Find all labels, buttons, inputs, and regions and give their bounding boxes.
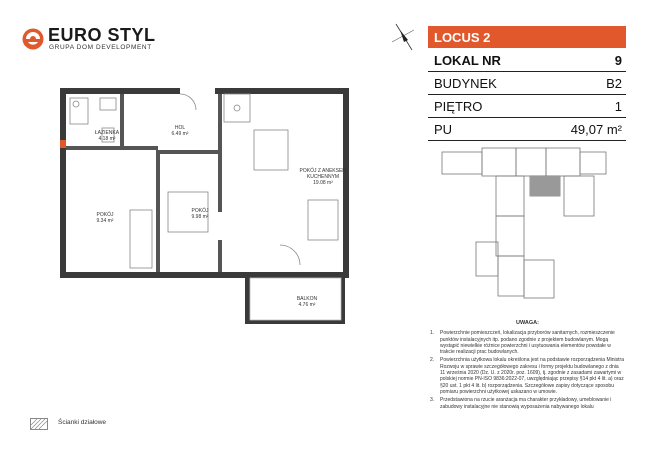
panel-row-pu: PU 49,07 m² [428, 118, 626, 141]
note-item: 1.Powierzchnie pomieszczeń, lokalizacja … [430, 330, 615, 356]
sink [99, 97, 117, 111]
partition-walls-swatch-icon [30, 418, 48, 430]
entrance-door [179, 93, 197, 111]
note-item: 2.Powierzchnia użytkowa lokalu określona… [430, 357, 624, 395]
building-key-plan [441, 147, 607, 299]
toilet [101, 127, 115, 143]
desk [129, 209, 153, 269]
brand-subtitle: GRUPA DOM DEVELOPMENT [49, 44, 152, 51]
kitchen-counter [223, 93, 251, 123]
panel-row-lokal: LOKAL NR 9 [428, 49, 626, 72]
north-compass-icon [391, 23, 415, 51]
outer-walls [60, 88, 349, 324]
panel-title: LOCUS 2 [434, 30, 491, 45]
balcony-door [279, 244, 301, 266]
inner-walls [60, 94, 222, 272]
bed [167, 191, 209, 233]
notes-section: UWAGA: 1.Powierzchnie pomieszczeń, lokal… [430, 320, 625, 412]
brand-name: EURO STYL [48, 25, 156, 45]
panel-row-pietro: PIĘTRO 1 [428, 95, 626, 118]
panel-header: LOCUS 2 [428, 26, 626, 48]
eurostyl-logo-icon [22, 28, 44, 50]
sofa [307, 199, 339, 241]
notes-title: UWAGA: [516, 320, 539, 326]
floor-plan [60, 88, 349, 324]
note-item: 3.Przedstawiona na rzucie aranżacja ma c… [430, 397, 612, 410]
bathtub [69, 97, 89, 125]
dining-table [253, 129, 289, 171]
legend-label: Ścianki działowe [58, 419, 107, 426]
highlighted-unit [530, 176, 560, 196]
panel-row-budynek: BUDYNEK B2 [428, 72, 626, 95]
